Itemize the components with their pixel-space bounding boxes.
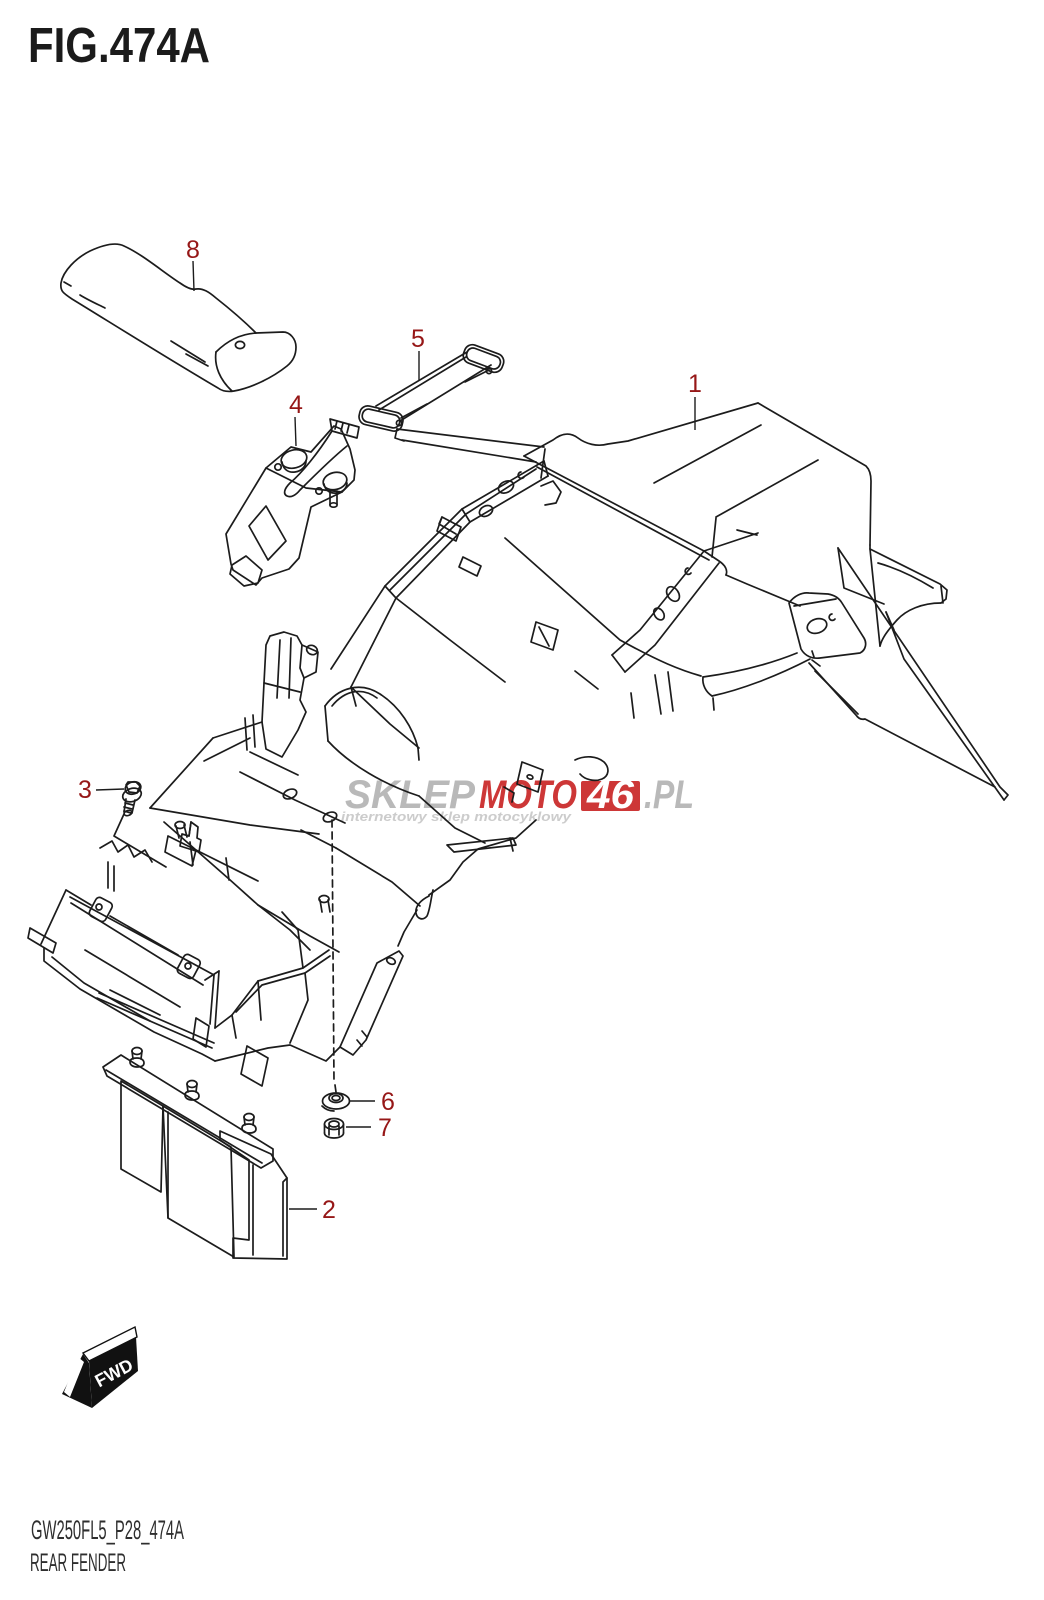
svg-text:6: 6 — [381, 1088, 395, 1116]
svg-text:8: 8 — [186, 236, 200, 264]
svg-text:5: 5 — [411, 325, 425, 353]
svg-text:REAR FENDER: REAR FENDER — [30, 1549, 126, 1577]
svg-text:GW250FL5_P28_474A: GW250FL5_P28_474A — [31, 1515, 184, 1545]
svg-text:MOTO: MOTO — [479, 773, 577, 817]
svg-text:7: 7 — [378, 1114, 392, 1142]
svg-text:1: 1 — [688, 370, 702, 398]
svg-text:.PL: .PL — [644, 773, 694, 817]
svg-text:3: 3 — [78, 776, 92, 804]
svg-text:SKLEP: SKLEP — [345, 773, 475, 817]
svg-text:2: 2 — [322, 1196, 336, 1224]
svg-text:FIG.474A: FIG.474A — [28, 19, 210, 73]
svg-text:4: 4 — [289, 391, 303, 419]
svg-text:internetowy sklep motocyklowy: internetowy sklep motocyklowy — [341, 809, 572, 824]
